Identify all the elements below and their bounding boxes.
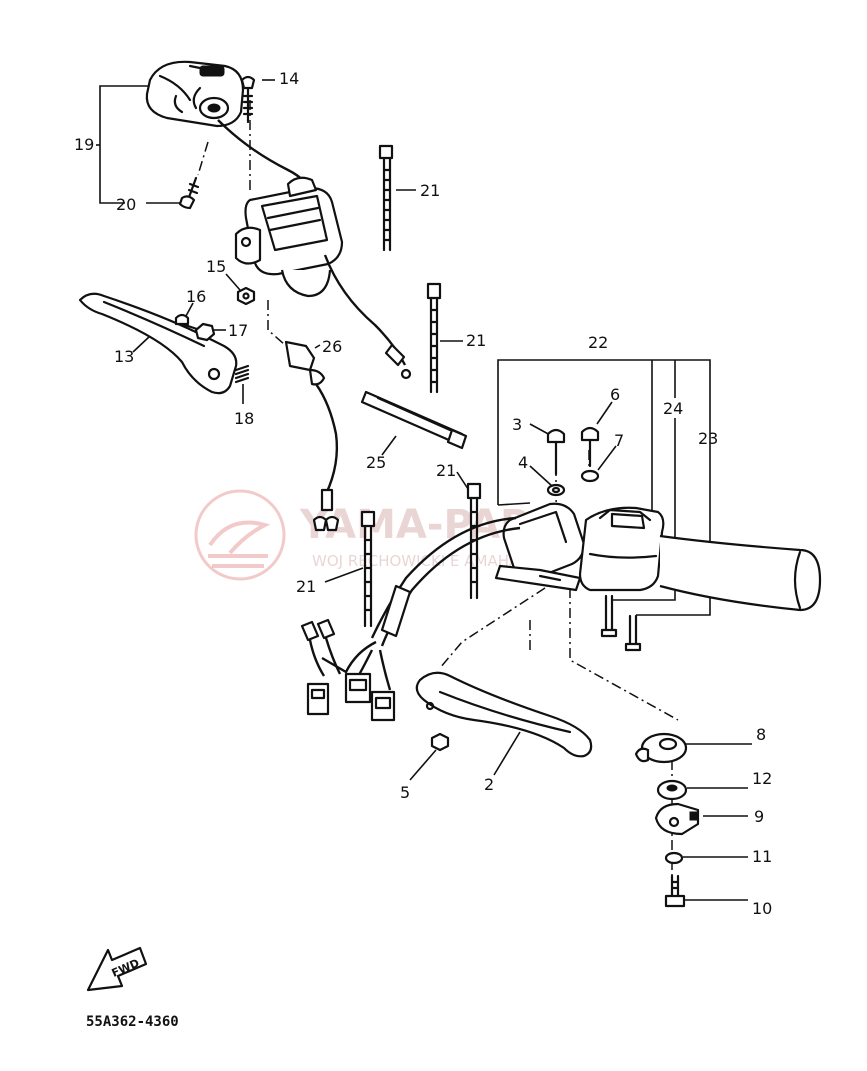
forward-arrow-icon: FWD bbox=[86, 946, 148, 992]
brake-lever-13 bbox=[78, 292, 238, 395]
callout-11: 11 bbox=[752, 847, 772, 866]
handlebar-switch-left bbox=[145, 60, 312, 195]
callout-14: 14 bbox=[279, 69, 299, 88]
cable-tie-21-left bbox=[360, 510, 376, 628]
callout-10: 10 bbox=[752, 899, 772, 918]
spring-18 bbox=[234, 364, 250, 384]
brake-switch-26 bbox=[284, 340, 340, 532]
wire-harness bbox=[300, 516, 521, 722]
clutch-lever-2 bbox=[415, 671, 593, 758]
switch-body-assembly bbox=[234, 176, 412, 380]
callout-21-left: 21 bbox=[296, 577, 316, 596]
callout-22: 22 bbox=[588, 333, 608, 352]
leader-lines bbox=[96, 79, 752, 901]
diagram-code: 55A362-4360 bbox=[86, 1014, 179, 1030]
callout-20: 20 bbox=[116, 195, 136, 214]
switch-screws bbox=[600, 594, 642, 652]
callout-5: 5 bbox=[400, 783, 410, 802]
callout-9: 9 bbox=[754, 807, 764, 826]
callout-6: 6 bbox=[610, 385, 620, 404]
callout-15: 15 bbox=[206, 257, 226, 276]
screw-14 bbox=[240, 75, 256, 124]
callout-13: 13 bbox=[114, 347, 134, 366]
strap-25 bbox=[360, 390, 468, 450]
callout-4: 4 bbox=[518, 453, 528, 472]
washer-11 bbox=[664, 851, 684, 865]
cable-tie-21-right bbox=[466, 482, 482, 600]
washer-4 bbox=[546, 483, 566, 497]
callout-23: 23 bbox=[698, 429, 718, 448]
callout-21-top: 21 bbox=[420, 181, 440, 200]
callout-24: 24 bbox=[663, 399, 683, 418]
nut-17 bbox=[194, 322, 216, 342]
watermark: YAMA-PAR WOJ RECHOWICKI E AMAHA bbox=[194, 489, 531, 581]
nut-15 bbox=[236, 286, 256, 306]
bracket-9 bbox=[654, 802, 700, 836]
callout-17: 17 bbox=[228, 321, 248, 340]
callout-16: 16 bbox=[186, 287, 206, 306]
callout-21-right: 21 bbox=[436, 461, 456, 480]
callout-21-mid: 21 bbox=[466, 331, 486, 350]
callout-12: 12 bbox=[752, 769, 772, 788]
callout-25: 25 bbox=[366, 453, 386, 472]
callout-3: 3 bbox=[512, 415, 522, 434]
adjuster-8 bbox=[634, 732, 688, 764]
callout-2: 2 bbox=[484, 775, 494, 794]
cable-tie-21-top bbox=[378, 144, 394, 252]
bolt-10 bbox=[664, 874, 686, 908]
cable-tie-21-mid bbox=[426, 282, 442, 394]
clutch-holder-assembly bbox=[494, 502, 822, 612]
callout-18: 18 bbox=[234, 409, 254, 428]
callout-26: 26 bbox=[322, 337, 342, 356]
callout-labels: 19 14 20 21 15 16 17 13 26 21 18 22 6 3 … bbox=[74, 69, 772, 918]
washer-12 bbox=[656, 779, 688, 801]
washer-7 bbox=[580, 469, 600, 483]
callout-19: 19 bbox=[74, 135, 94, 154]
watermark-logo bbox=[194, 489, 286, 581]
screw-3 bbox=[546, 428, 566, 476]
callout-8: 8 bbox=[756, 725, 766, 744]
screw-6 bbox=[580, 426, 600, 468]
screw-20 bbox=[178, 176, 200, 210]
nut-5 bbox=[430, 732, 450, 752]
callout-7: 7 bbox=[614, 431, 624, 450]
